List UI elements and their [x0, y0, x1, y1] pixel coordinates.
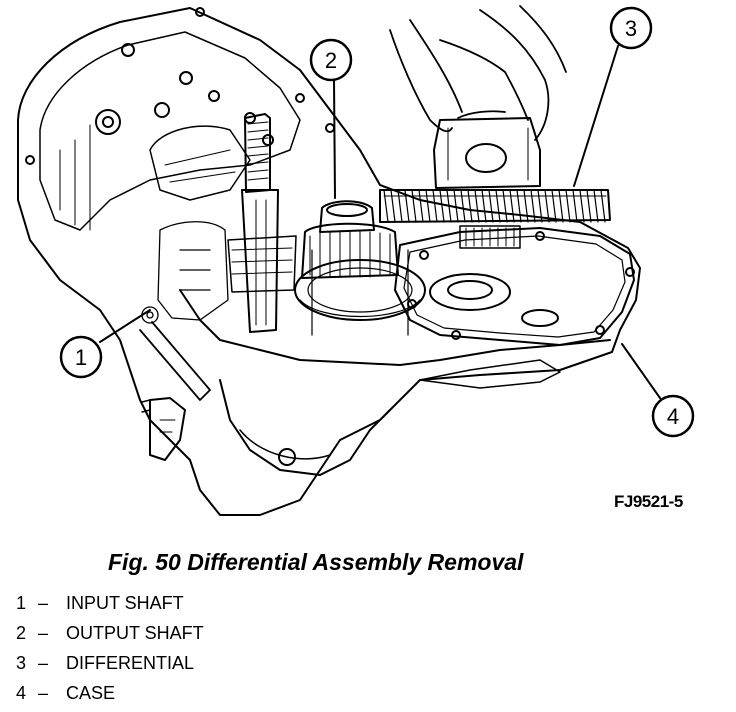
gear-tooth — [432, 189, 438, 223]
callout-3: 3 — [573, 6, 653, 187]
transaxle-case-drawing — [17, 7, 641, 516]
gear-tooth — [397, 189, 403, 223]
gear-tooth — [474, 189, 480, 223]
gear-tooth — [453, 189, 459, 223]
callout-2-number: 2 — [325, 48, 337, 73]
gear-tooth — [593, 189, 599, 223]
differential-ring-gear-drawing — [379, 117, 611, 249]
legend-item-label: INPUT SHAFT — [66, 593, 184, 613]
output-shaft-drawing — [294, 200, 426, 336]
gear-tooth — [425, 189, 431, 223]
legend-item: 4–CASE — [16, 678, 204, 708]
legend-item-label: CASE — [66, 683, 116, 703]
gear-tooth — [446, 189, 452, 223]
gear-tooth — [495, 189, 501, 223]
gear-tooth — [530, 189, 536, 223]
legend-item-number: 4 — [16, 683, 27, 703]
gear-tooth — [600, 189, 606, 223]
callout-2: 2 — [309, 38, 353, 199]
figure-code: FJ9521-5 — [614, 492, 683, 511]
gear-tooth — [404, 189, 410, 223]
gear-tooth — [523, 189, 529, 223]
gear-tooth — [460, 189, 466, 223]
gear-tooth — [516, 189, 522, 223]
legend-item-dash: – — [38, 653, 49, 673]
gear-tooth — [418, 189, 424, 223]
legend-item: 3–DIFFERENTIAL — [16, 648, 204, 678]
gear-tooth — [439, 189, 445, 223]
gear-tooth — [467, 189, 473, 223]
callout-4: 4 — [621, 343, 695, 438]
gear-tooth — [488, 189, 494, 223]
gear-tooth — [537, 189, 543, 223]
legend-item-number: 1 — [16, 593, 27, 613]
legend-item-number: 3 — [16, 653, 27, 673]
legend-item: 1–INPUT SHAFT — [16, 588, 204, 618]
figure-caption: Fig. 50 Differential Assembly Removal — [108, 549, 524, 575]
input-shaft-drawing — [227, 113, 297, 333]
legend-item-number: 2 — [16, 623, 27, 643]
gear-tooth — [572, 189, 578, 223]
gear-tooth — [544, 189, 550, 223]
gear-tooth — [481, 189, 487, 223]
hands-drawing — [389, 5, 567, 141]
callout-4-number: 4 — [667, 404, 679, 429]
case-flange-drawing — [394, 227, 635, 346]
callout-1-number: 1 — [75, 345, 87, 370]
legend-item-dash: – — [38, 623, 49, 643]
legend-item-dash: – — [38, 683, 49, 703]
gear-tooth — [551, 189, 557, 223]
legend-item: 2–OUTPUT SHAFT — [16, 618, 204, 648]
gear-tooth — [579, 189, 585, 223]
gear-tooth — [586, 189, 592, 223]
gear-tooth — [390, 189, 396, 223]
legend-item-dash: – — [38, 593, 49, 613]
callout-3-number: 3 — [625, 16, 637, 41]
legend-item-label: DIFFERENTIAL — [66, 653, 195, 673]
transaxle-illustration: 1 2 3 4 — [17, 5, 695, 516]
gear-tooth — [502, 189, 508, 223]
callout-1: 1 — [59, 309, 151, 379]
gear-tooth — [509, 189, 515, 223]
legend-list: 1–INPUT SHAFT 2–OUTPUT SHAFT 3–DIFFERENT… — [16, 588, 204, 708]
case-interior-drawing — [139, 221, 229, 401]
gear-tooth — [558, 189, 564, 223]
gear-tooth — [383, 189, 389, 223]
gear-tooth — [565, 189, 571, 223]
legend-item-label: OUTPUT SHAFT — [66, 623, 204, 643]
gear-tooth — [411, 189, 417, 223]
case-lower-drawing — [141, 289, 611, 476]
